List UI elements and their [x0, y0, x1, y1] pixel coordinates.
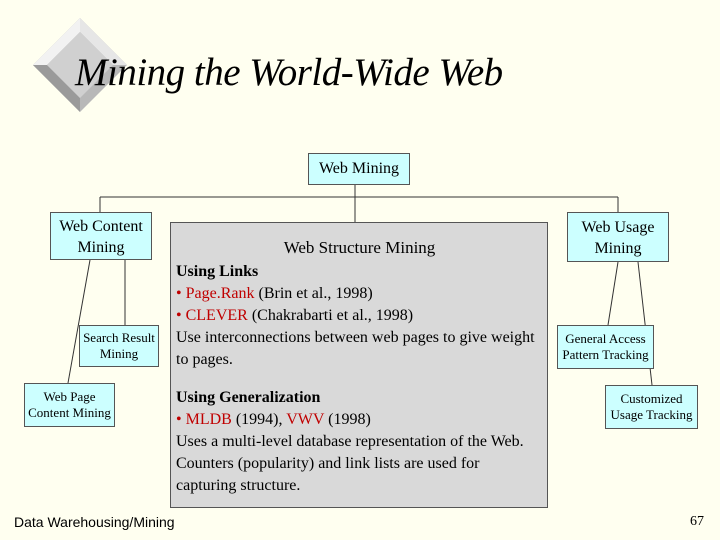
- search-result-line2: Mining: [99, 346, 139, 361]
- pagerank-ref: (Brin et al., 1998): [254, 285, 373, 302]
- generalization-description: Uses a multi-level database representati…: [176, 433, 524, 494]
- web-content-mining-node: Web Content Mining: [50, 212, 152, 260]
- mldb-vwv-item: • MLDB (1994), VWV (1998): [176, 409, 543, 431]
- pagerank-name: • Page.Rank: [176, 285, 255, 302]
- search-result-mining-node: Search Result Mining: [79, 325, 159, 367]
- web-page-line2: Content Mining: [28, 405, 111, 420]
- web-mining-label: Web Mining: [318, 160, 400, 177]
- structure-heading: Web Structure Mining: [283, 238, 436, 257]
- search-result-line1: Search Result: [83, 330, 155, 345]
- clever-name: • CLEVER: [176, 307, 248, 324]
- web-content-label-line1: Web Content: [59, 218, 143, 235]
- web-content-label-line2: Mining: [77, 239, 125, 256]
- web-structure-mining-node: Web Structure Mining Using Links • Page.…: [170, 222, 548, 508]
- web-usage-mining-node: Web Usage Mining: [567, 212, 669, 262]
- web-usage-label-line1: Web Usage: [581, 219, 655, 236]
- mldb-name: • MLDB: [176, 411, 232, 428]
- vwv-name: VWV: [286, 411, 325, 428]
- clever-ref: (Chakrabarti et al., 1998): [247, 307, 414, 324]
- vwv-year: (1998): [324, 411, 371, 428]
- customized-line1: Customized: [620, 391, 683, 406]
- links-description: Use interconnections between web pages t…: [176, 329, 535, 368]
- general-access-line1: General Access: [565, 331, 646, 346]
- diamond-logo-icon: [33, 18, 127, 112]
- page-number: 67: [690, 514, 704, 529]
- clever-item: • CLEVER (Chakrabarti et al., 1998): [176, 305, 543, 327]
- mldb-year: (1994),: [231, 411, 287, 428]
- general-access-pattern-node: General Access Pattern Tracking: [557, 325, 654, 369]
- using-generalization-heading: Using Generalization: [176, 389, 321, 406]
- using-links-heading: Using Links: [176, 263, 259, 280]
- customized-usage-node: Customized Usage Tracking: [605, 385, 698, 429]
- general-access-line2: Pattern Tracking: [562, 347, 649, 362]
- pagerank-item: • Page.Rank (Brin et al., 1998): [176, 283, 543, 305]
- page-title: Mining the World-Wide Web: [75, 51, 503, 94]
- web-mining-node: Web Mining: [308, 153, 410, 185]
- web-page-line1: Web Page: [43, 389, 96, 404]
- footer-course: Data Warehousing/Mining: [14, 514, 175, 530]
- customized-line2: Usage Tracking: [610, 407, 693, 422]
- web-usage-label-line2: Mining: [594, 240, 642, 257]
- web-page-content-mining-node: Web Page Content Mining: [24, 383, 115, 427]
